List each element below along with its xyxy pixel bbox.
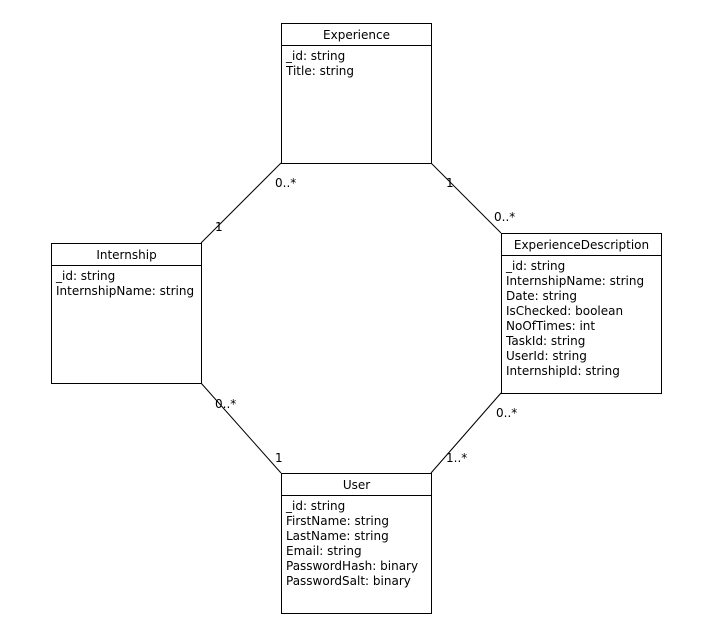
attribute: Date: string [506, 289, 577, 303]
attribute: LastName: string [286, 529, 389, 543]
multiplicity-description-to-experience: 0..* [494, 210, 516, 224]
association-internship-user [200, 382, 282, 474]
class-experience[interactable]: Experience _id: string Title: string [281, 23, 432, 164]
class-name-experience-description: ExperienceDescription [502, 234, 661, 256]
attribute-list-experience-description: _id: string InternshipName: string Date:… [502, 256, 661, 379]
multiplicity-experience-to-internship: 0..* [275, 176, 297, 190]
attribute: InternshipId: string [506, 364, 620, 378]
attribute-list-internship: _id: string InternshipName: string [52, 266, 201, 299]
attribute: Email: string [286, 544, 362, 558]
association-experience-description [430, 162, 502, 234]
attribute: NoOfTimes: int [506, 319, 596, 333]
multiplicity-experience-to-description: 1 [446, 176, 454, 190]
association-description-user [430, 392, 502, 474]
multiplicity-user-to-description: 1..* [446, 451, 468, 465]
attribute-list-user: _id: string FirstName: string LastName: … [282, 496, 431, 589]
attribute: InternshipName: string [506, 274, 645, 288]
attribute: TaskId: string [506, 334, 586, 348]
attribute: FirstName: string [286, 514, 389, 528]
class-name-internship: Internship [52, 244, 201, 266]
attribute: _id: string [286, 499, 346, 513]
attribute: UserId: string [506, 349, 587, 363]
attribute: _id: string [56, 269, 116, 283]
multiplicity-internship-to-user: 0..* [215, 397, 237, 411]
multiplicity-user-to-internship: 1 [275, 451, 283, 465]
class-internship[interactable]: Internship _id: string InternshipName: s… [51, 243, 202, 384]
attribute: InternshipName: string [56, 284, 195, 298]
class-experience-description[interactable]: ExperienceDescription _id: string Intern… [501, 233, 662, 394]
class-name-experience: Experience [282, 24, 431, 46]
attribute: _id: string [506, 259, 566, 273]
attribute: PasswordSalt: binary [286, 574, 411, 588]
multiplicity-internship-to-experience: 1 [215, 220, 223, 234]
multiplicity-description-to-user: 0..* [496, 406, 518, 420]
class-name-user: User [282, 474, 431, 496]
attribute: Title: string [286, 64, 355, 78]
attribute: _id: string [286, 49, 346, 63]
class-user[interactable]: User _id: string FirstName: string LastN… [281, 473, 432, 614]
attribute: PasswordHash: binary [286, 559, 419, 573]
association-experience-internship [200, 162, 282, 244]
attribute: IsChecked: boolean [506, 304, 624, 318]
attribute-list-experience: _id: string Title: string [282, 46, 431, 79]
